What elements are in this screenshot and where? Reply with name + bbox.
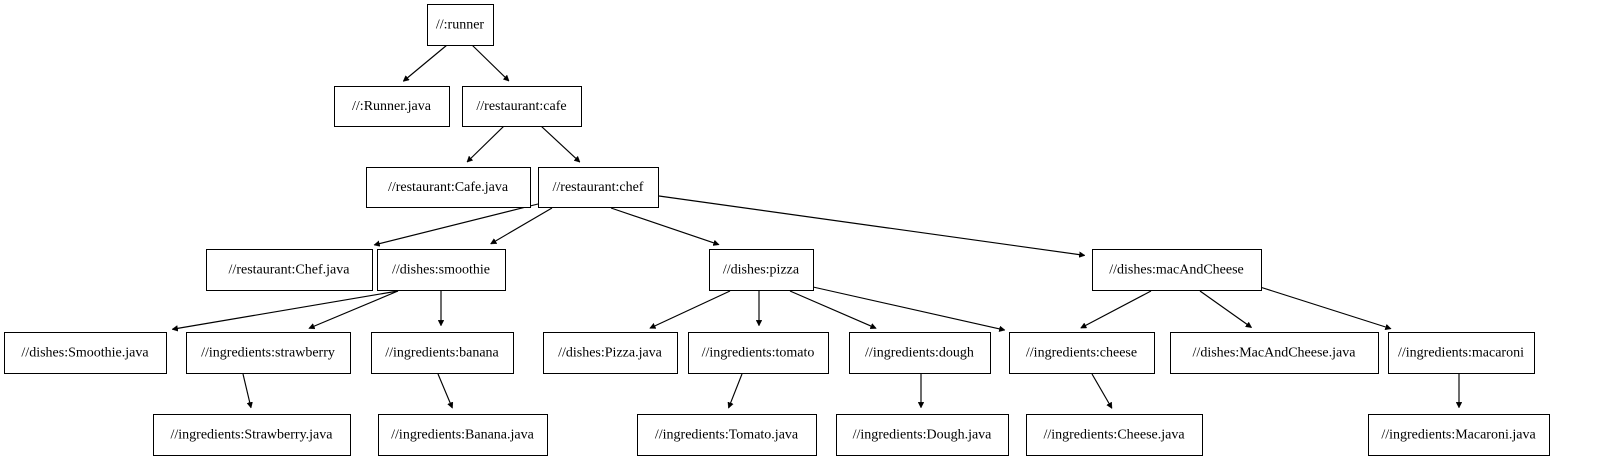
- graph-edge: [812, 286, 1005, 330]
- node-box[interactable]: [538, 167, 659, 208]
- graph-node-dough[interactable]: //ingredients:dough: [849, 332, 991, 374]
- node-label: //:Runner.java: [352, 99, 432, 114]
- node-label: //dishes:macAndCheese: [1109, 263, 1244, 278]
- graph-node-BananaJava[interactable]: //ingredients:Banana.java: [378, 414, 548, 456]
- node-box[interactable]: [186, 332, 351, 374]
- graph-edge: [374, 203, 539, 245]
- node-box[interactable]: [1092, 249, 1262, 291]
- node-box[interactable]: [836, 414, 1009, 456]
- node-label: //restaurant:chef: [553, 180, 644, 195]
- graph-node-macAndCheese[interactable]: //dishes:macAndCheese: [1092, 249, 1262, 291]
- graph-node-SmoothieJava[interactable]: //dishes:Smoothie.java: [4, 332, 167, 374]
- node-label: //dishes:pizza: [723, 263, 800, 278]
- graph-edge: [242, 373, 251, 408]
- node-label: //ingredients:cheese: [1026, 346, 1137, 361]
- node-box[interactable]: [709, 249, 814, 291]
- graph-node-strawberry[interactable]: //ingredients:strawberry: [186, 332, 351, 374]
- graph-edge: [437, 373, 452, 408]
- graph-edge: [471, 44, 509, 81]
- graph-nodes: //:runner //:Runner.java //restaurant:cafe…: [4, 4, 1550, 456]
- node-label: //ingredients:Cheese.java: [1043, 428, 1185, 443]
- node-label: //ingredients:Strawberry.java: [171, 428, 334, 443]
- node-box[interactable]: [377, 249, 506, 291]
- node-box[interactable]: [637, 414, 817, 456]
- graph-edge: [403, 44, 448, 81]
- node-label: //ingredients:dough: [865, 346, 974, 361]
- graph-node-smoothie[interactable]: //dishes:smoothie: [377, 249, 506, 291]
- node-label: //dishes:MacAndCheese.java: [1193, 346, 1357, 361]
- graph-edge: [1081, 290, 1152, 329]
- graph-node-StrawberryJava[interactable]: //ingredients:Strawberry.java: [153, 414, 351, 456]
- node-label: //ingredients:Tomato.java: [655, 428, 799, 443]
- graph-edge: [540, 125, 580, 162]
- graph-edge: [610, 207, 719, 245]
- node-label: //dishes:Pizza.java: [558, 346, 663, 361]
- graph-edge: [172, 290, 399, 329]
- node-label: //ingredients:Macaroni.java: [1381, 428, 1536, 443]
- graph-node-MacAndCheeseJava[interactable]: //dishes:MacAndCheese.java: [1170, 332, 1379, 374]
- graph-edge: [650, 290, 731, 328]
- graph-node-cafe[interactable]: //restaurant:cafe: [462, 86, 582, 127]
- node-label: //restaurant:cafe: [476, 99, 566, 114]
- node-label: //dishes:smoothie: [392, 263, 490, 278]
- node-label: //ingredients:Banana.java: [391, 428, 534, 443]
- node-box[interactable]: [4, 332, 167, 374]
- graph-node-DoughJava[interactable]: //ingredients:Dough.java: [836, 414, 1009, 456]
- graph-node-cheese[interactable]: //ingredients:cheese: [1009, 332, 1155, 374]
- graph-node-chef[interactable]: //restaurant:chef: [538, 167, 659, 208]
- graph-edge: [789, 290, 876, 328]
- node-label: //dishes:Smoothie.java: [21, 346, 149, 361]
- graph-node-CafeJava[interactable]: //restaurant:Cafe.java: [366, 167, 531, 208]
- node-box[interactable]: [1009, 332, 1155, 374]
- node-box[interactable]: [206, 249, 373, 291]
- graph-edge: [467, 125, 505, 162]
- node-box[interactable]: [153, 414, 351, 456]
- node-label: //ingredients:macaroni: [1398, 346, 1524, 361]
- graph-node-RunnerJava[interactable]: //:Runner.java: [334, 86, 450, 127]
- node-label: //:runner: [436, 18, 485, 33]
- node-box[interactable]: [462, 86, 582, 127]
- graph-edge: [729, 373, 743, 408]
- node-box[interactable]: [334, 86, 450, 127]
- node-box[interactable]: [366, 167, 531, 208]
- node-box[interactable]: [543, 332, 678, 374]
- node-box[interactable]: [1368, 414, 1550, 456]
- node-box[interactable]: [378, 414, 548, 456]
- graph-node-ChefJava[interactable]: //restaurant:Chef.java: [206, 249, 373, 291]
- graph-node-MacaroniJava[interactable]: //ingredients:Macaroni.java: [1368, 414, 1550, 456]
- node-label: //ingredients:tomato: [702, 346, 815, 361]
- graph-edge: [658, 195, 1085, 255]
- graph-edges: [172, 44, 1459, 408]
- node-label: //restaurant:Cafe.java: [388, 180, 509, 195]
- node-label: //ingredients:banana: [385, 346, 499, 361]
- graph-edge: [1091, 373, 1113, 408]
- node-box[interactable]: [849, 332, 991, 374]
- node-box[interactable]: [427, 4, 494, 46]
- node-box[interactable]: [1170, 332, 1379, 374]
- graph-node-pizza[interactable]: //dishes:pizza: [709, 249, 814, 291]
- graph-edge: [491, 207, 553, 245]
- node-box[interactable]: [1388, 332, 1535, 374]
- graph-node-banana[interactable]: //ingredients:banana: [371, 332, 514, 374]
- graph-node-TomatoJava[interactable]: //ingredients:Tomato.java: [637, 414, 817, 456]
- graph-node-macaroni[interactable]: //ingredients:macaroni: [1388, 332, 1535, 374]
- node-label: //ingredients:strawberry: [201, 346, 335, 361]
- node-box[interactable]: [688, 332, 829, 374]
- graph-node-PizzaJava[interactable]: //dishes:Pizza.java: [543, 332, 678, 374]
- graph-node-runner[interactable]: //:runner: [427, 4, 494, 46]
- graph-edge: [1259, 286, 1391, 329]
- node-label: //restaurant:Chef.java: [229, 263, 351, 278]
- graph-node-tomato[interactable]: //ingredients:tomato: [688, 332, 829, 374]
- node-label: //ingredients:Dough.java: [853, 428, 993, 443]
- graph-edge: [1199, 290, 1251, 327]
- node-box[interactable]: [1026, 414, 1203, 456]
- graph-edge: [309, 290, 399, 328]
- graph-node-CheeseJava[interactable]: //ingredients:Cheese.java: [1026, 414, 1203, 456]
- node-box[interactable]: [371, 332, 514, 374]
